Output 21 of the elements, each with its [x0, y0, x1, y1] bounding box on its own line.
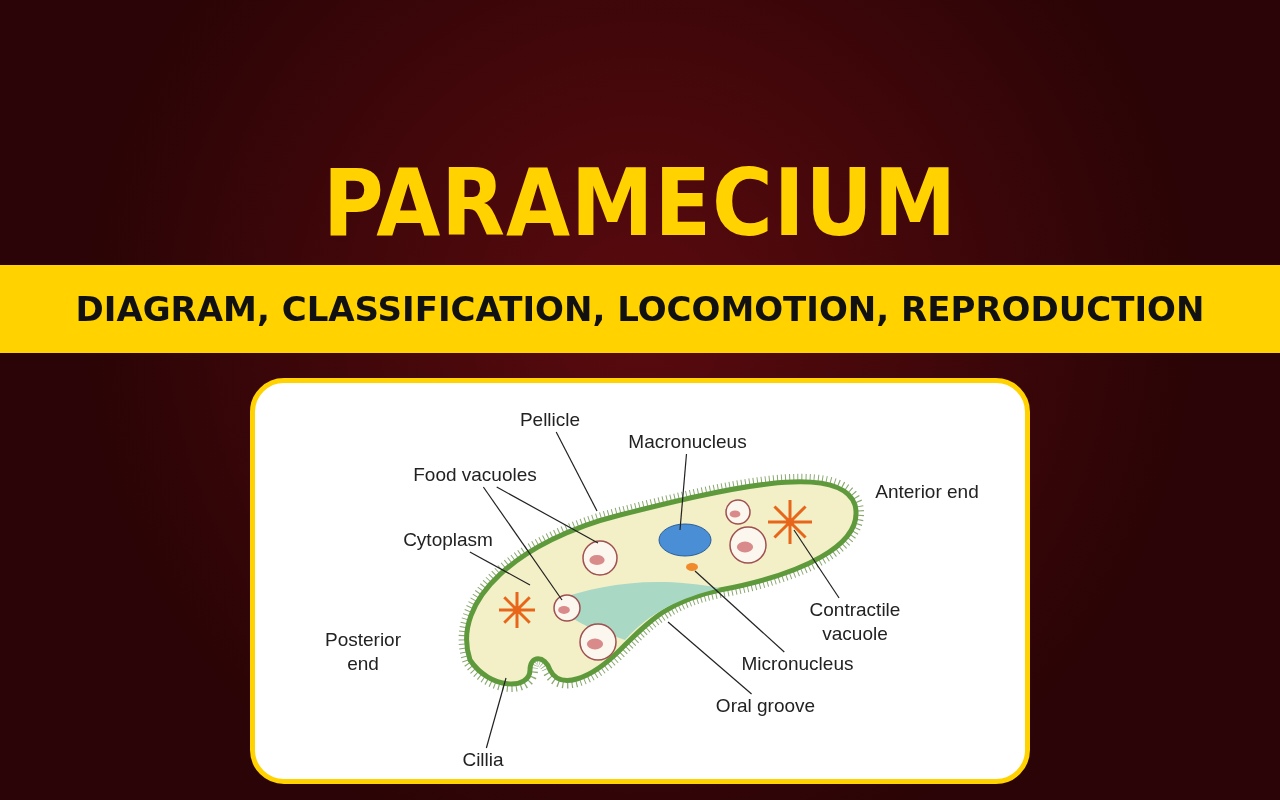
leader-line: [485, 677, 507, 749]
leader-line: [496, 486, 599, 544]
subtitle-banner: DIAGRAM, CLASSIFICATION, LOCOMOTION, REPRODUCTION: [0, 265, 1280, 353]
leader-line: [679, 453, 688, 531]
part-label: Anterior end: [874, 480, 980, 504]
page-title: PARAMECIUM: [321, 150, 959, 257]
part-label: Macronucleus: [620, 430, 755, 454]
part-label: Cillia: [458, 748, 508, 772]
part-label: Pellicle: [515, 408, 585, 432]
leader-line: [469, 551, 531, 586]
part-label: Micronucleus: [735, 652, 860, 676]
leader-line: [555, 431, 598, 512]
part-label: Contractile vacuole: [800, 598, 910, 646]
leader-line: [694, 570, 785, 653]
part-label: Posterior end: [324, 628, 402, 676]
part-label: Cytoplasm: [393, 528, 503, 552]
part-label: Oral groove: [708, 694, 823, 718]
leader-line: [793, 529, 840, 599]
leader-line: [482, 486, 563, 601]
leader-line: [667, 621, 753, 695]
part-label: Food vacuoles: [405, 463, 545, 487]
